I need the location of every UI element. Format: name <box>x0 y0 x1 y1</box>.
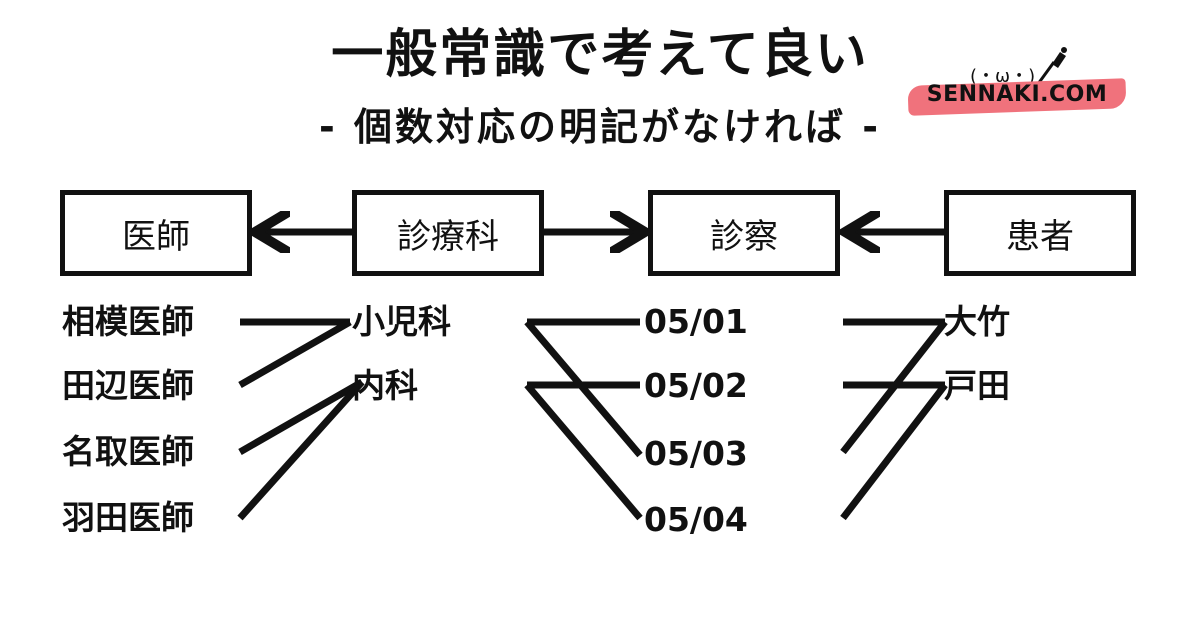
patient-box: 患者 <box>944 190 1136 276</box>
page-subtitle: - 個数対応の明記がなければ - <box>318 105 881 149</box>
examination-box-label: 診察 <box>710 216 778 257</box>
department-item: 内科 <box>352 366 418 405</box>
page-title: 一般常識で考えて良い <box>331 25 869 85</box>
doctor-item: 名取医師 <box>62 432 194 471</box>
patient-item: 大竹 <box>944 302 1010 341</box>
examination-box: 診察 <box>648 190 840 276</box>
doctor-box: 医師 <box>60 190 252 276</box>
doctor-item: 田辺医師 <box>62 366 194 405</box>
doctor-item: 羽田医師 <box>62 498 194 537</box>
date-item: 05/03 <box>644 434 748 473</box>
department-box-label: 診療科 <box>397 216 499 257</box>
date-item: 05/01 <box>644 302 748 341</box>
link-doctor-3-dept-2 <box>238 378 364 456</box>
brand-name: SENNAKI.COM <box>926 82 1108 107</box>
date-item: 05/04 <box>644 500 748 539</box>
link-doctor-2-dept-1 <box>238 318 352 389</box>
patient-box-label: 患者 <box>1006 216 1074 257</box>
date-item: 05/02 <box>644 366 748 405</box>
department-box: 診療科 <box>352 190 544 276</box>
brand-logo: SENNAKI.COM <box>907 78 1127 116</box>
doctor-item: 相模医師 <box>62 302 194 341</box>
doctor-box-label: 医師 <box>122 216 190 257</box>
link-dept-2-date-4 <box>524 382 643 521</box>
department-item: 小児科 <box>352 302 451 341</box>
link-doctor-4-dept-2 <box>237 379 365 521</box>
link-patient-2-date-4 <box>840 382 948 521</box>
patient-item: 戸田 <box>944 366 1010 405</box>
